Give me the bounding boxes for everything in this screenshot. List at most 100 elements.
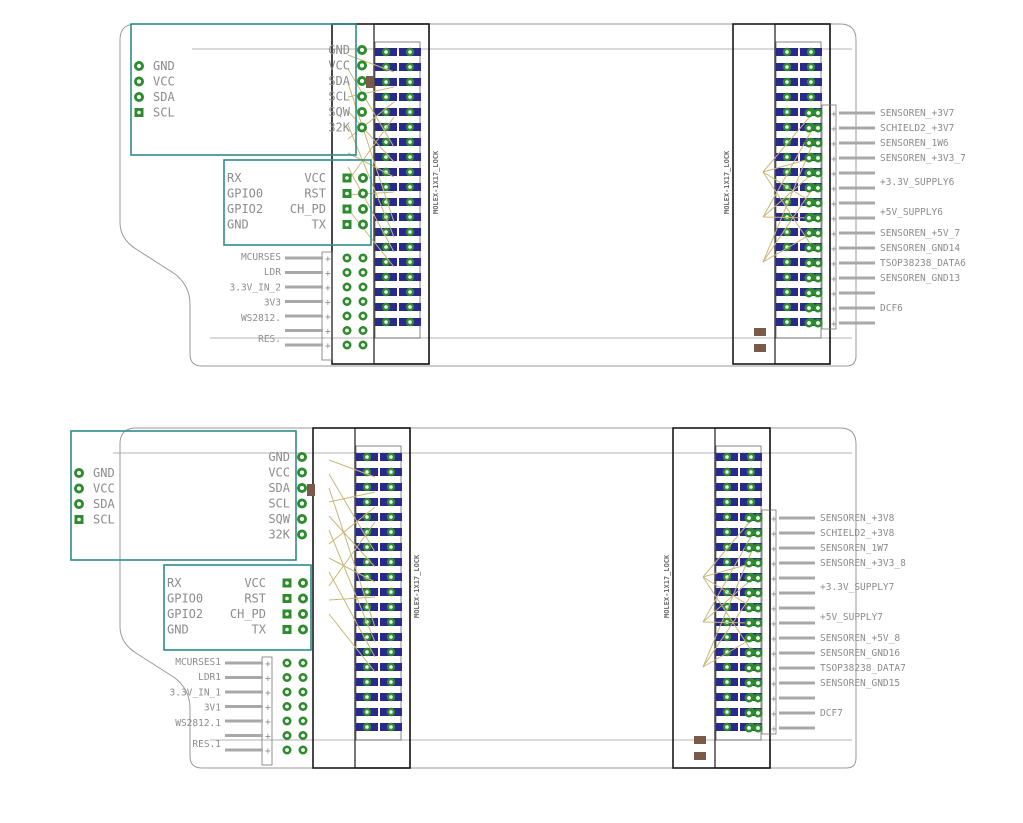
pad-hole (747, 636, 751, 640)
pad-hole (365, 635, 369, 639)
pad-hole (300, 611, 306, 617)
pin-cross: + (325, 312, 331, 323)
pin-cross: + (771, 529, 777, 540)
connector-label: DCF6 (880, 303, 903, 314)
pad-hole (384, 230, 388, 234)
module-pin-label: RST (244, 592, 266, 606)
pad-hole (747, 711, 751, 715)
pad-hole (389, 455, 393, 459)
pad-hole (785, 80, 789, 84)
pad-hole (299, 454, 305, 460)
pad-hole (408, 245, 412, 249)
pad-hole (756, 711, 760, 715)
pad-hole (361, 314, 365, 318)
pad-hole (725, 710, 729, 714)
pad-hole (345, 314, 349, 318)
pad-hole (384, 110, 388, 114)
pin-cross: + (771, 589, 777, 600)
pin-cross: + (771, 559, 777, 570)
pin-cross: + (771, 514, 777, 525)
pad-hole (389, 515, 393, 519)
module-pin-label: VCC (153, 75, 175, 89)
pad-hole (285, 661, 289, 665)
pin-cross: + (831, 199, 837, 210)
pad-hole (816, 201, 820, 205)
connector-label: WS2812. (241, 313, 281, 324)
connector-label: SENSOREN_+3V8 (820, 513, 895, 524)
module-pin-label: GPIO0 (167, 592, 203, 606)
pad-hole (361, 328, 365, 333)
pin-cross: + (265, 659, 271, 670)
trace (328, 515, 376, 568)
pad-hole (365, 515, 369, 519)
pin-cross: + (831, 304, 837, 315)
pad-hole (408, 170, 412, 174)
trace (328, 571, 376, 658)
pad-hole (136, 94, 142, 100)
module-frame (130, 23, 357, 156)
pad-hole (785, 275, 789, 279)
connector-label: SCHIELD2_+3V8 (820, 528, 895, 539)
pad-hole (408, 260, 412, 264)
module-frame (223, 159, 372, 246)
trace (762, 171, 814, 249)
connector-label: LDR (264, 267, 281, 278)
pad-hole (725, 485, 729, 489)
pin-cross: + (265, 688, 271, 699)
pad-hole (361, 256, 365, 260)
pin-cross: + (831, 184, 837, 195)
pad-hole (807, 201, 811, 205)
pad-hole (360, 222, 366, 227)
pad-hole (384, 50, 388, 54)
pad-hole (345, 176, 349, 180)
trace (702, 637, 754, 668)
pad-hole (365, 650, 369, 654)
pad-hole (816, 231, 820, 235)
pad-hole (807, 156, 811, 160)
pad-hole (384, 245, 388, 249)
module-pin-label: VCC (93, 482, 115, 496)
traces (328, 459, 754, 673)
connector-label: SENSOREN_+3V3_8 (820, 558, 906, 569)
pad-hole (365, 470, 369, 474)
pad-hole (408, 275, 412, 279)
pin-cross: + (831, 319, 837, 330)
pad-hole (345, 222, 349, 227)
pad-hole (749, 500, 753, 504)
pad-hole (785, 110, 789, 114)
pad-hole (408, 320, 412, 324)
trace (328, 506, 376, 545)
module-pin-label: 32K (328, 121, 350, 135)
right-connector: +++++++++++++++SENSOREN_+3V7SCHIELD2_+3V… (804, 104, 966, 330)
pad-hole (360, 175, 366, 181)
pad-hole (408, 125, 412, 129)
pad-hole (747, 591, 751, 595)
trace (762, 171, 814, 204)
connector-label: SENSOREN_+3V7 (880, 108, 954, 119)
pad-hole (747, 621, 751, 625)
pad-hole (725, 560, 729, 564)
pin-cross: + (771, 604, 777, 615)
connector-label: DCF7 (820, 708, 843, 719)
pad-hole (359, 63, 365, 68)
pad-hole (756, 651, 760, 655)
module-pin-label: GND (328, 43, 350, 57)
pad-hole (756, 516, 760, 520)
pad-hole (807, 291, 811, 295)
connector-label: 3V1 (204, 703, 221, 714)
smd-part (754, 328, 766, 336)
pad-hole (137, 110, 141, 115)
pad-hole (285, 627, 289, 632)
pad-hole (359, 125, 365, 130)
right-connector: +++++++++++++++SENSOREN_+3V8SCHIELD2_+3V… (744, 509, 906, 735)
pad-hole (725, 695, 729, 699)
connector-label: SENSOREN_+5V_7 (880, 228, 960, 239)
trace (702, 576, 754, 654)
pad-hole (816, 306, 820, 310)
trace (702, 547, 754, 668)
header-label: MOLEX-1X17_LOCK (663, 554, 671, 618)
pad-hole (365, 665, 369, 669)
pad-hole (365, 695, 369, 699)
